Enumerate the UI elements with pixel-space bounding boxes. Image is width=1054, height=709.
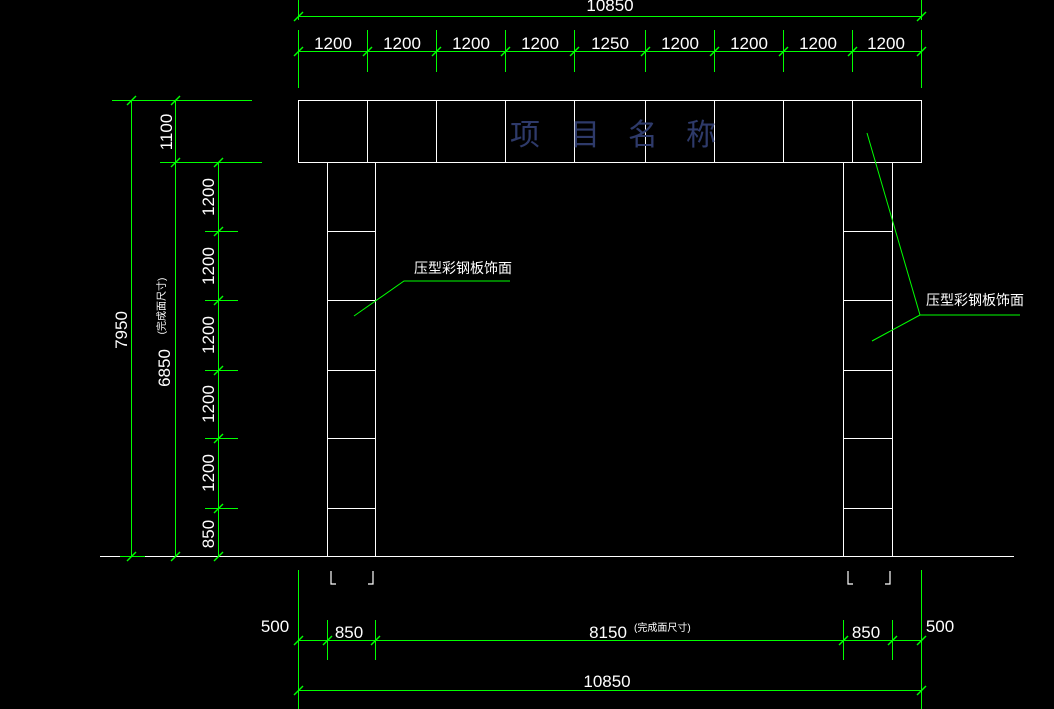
top-segment-label: 1200 — [383, 34, 421, 53]
left-column-height-dimension: 6850 — [155, 349, 174, 387]
bottom-right-offset: 500 — [926, 617, 954, 636]
top-segment-label: 1200 — [314, 34, 352, 53]
dimension-lines — [112, 0, 1020, 709]
sign-title-char: 名 — [628, 119, 658, 152]
left-column-height-note: (完成面尺寸) — [155, 278, 168, 335]
bottom-left-column: 850 — [335, 623, 363, 642]
footing-marks — [330, 571, 891, 585]
sign-title-char: 目 — [570, 119, 600, 152]
callout-left-leader — [353, 280, 510, 317]
left-segment-label: 1200 — [199, 316, 218, 354]
left-total-dimension: 7950 — [112, 311, 131, 349]
top-segment-label: 1200 — [452, 34, 490, 53]
left-segment-ticks — [205, 231, 238, 509]
right-column — [843, 162, 893, 557]
sign-title-char: 项 — [510, 119, 540, 152]
callout-right-text: 压型彩钢板饰面 — [926, 292, 1024, 308]
callout-left-text: 压型彩钢板饰面 — [414, 260, 512, 276]
top-segment-label: 1200 — [799, 34, 837, 53]
top-segment-labels: 1200 1200 1200 1200 1250 1200 1200 1200 … — [314, 34, 905, 53]
top-segment-label: 1200 — [867, 34, 905, 53]
left-segment-labels: 1200 1200 1200 1200 1200 850 — [199, 178, 218, 548]
bottom-overall-dimension: 10850 — [583, 672, 630, 691]
bottom-middle-note: (完成面尺寸) — [634, 621, 691, 634]
left-column — [327, 162, 376, 557]
left-segment-label: 850 — [199, 520, 218, 548]
bottom-left-offset: 500 — [261, 617, 289, 636]
top-segment-label: 1200 — [730, 34, 768, 53]
sign-title: 项 目 名 称 — [510, 119, 716, 152]
left-segment-label: 1200 — [199, 178, 218, 216]
left-segment-label: 1200 — [199, 385, 218, 423]
top-segment-label: 1250 — [591, 34, 629, 53]
callout-right-leader — [866, 132, 1020, 316]
left-segment-label: 1200 — [199, 454, 218, 492]
tick-marks — [126, 11, 927, 696]
top-segment-label: 1200 — [521, 34, 559, 53]
structure — [100, 100, 1014, 585]
top-segment-label: 1200 — [661, 34, 699, 53]
top-overall-dimension: 10850 — [586, 0, 633, 15]
sign-board-dividers — [367, 100, 853, 162]
left-sign-height-dimension: 1100 — [157, 114, 176, 151]
sign-board — [298, 100, 922, 163]
left-segment-label: 1200 — [199, 247, 218, 285]
bottom-middle-dimension: 8150 — [589, 623, 627, 642]
bottom-right-column: 850 — [852, 623, 880, 642]
sign-title-char: 称 — [686, 119, 716, 152]
